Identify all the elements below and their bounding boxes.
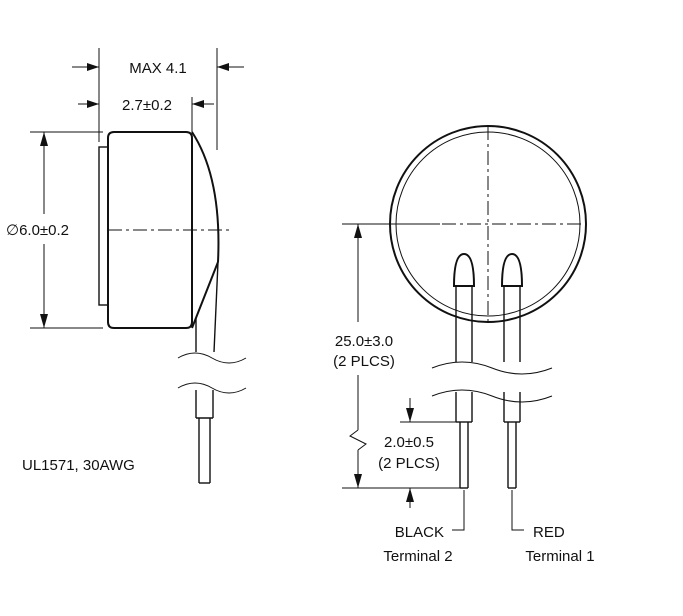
motor-dome xyxy=(191,131,220,263)
break-line-upper-side xyxy=(177,352,247,364)
break-line-upper-front xyxy=(431,361,553,375)
max-length-dimension: MAX 4.1 xyxy=(72,60,244,77)
motor-body-side xyxy=(107,131,193,329)
strip-length-note: (2 PLCS) xyxy=(378,455,440,472)
break-line-lower-side xyxy=(177,382,247,394)
strip-length-label: 2.0±0.5 xyxy=(384,434,434,451)
motor-dome-lower xyxy=(191,261,219,329)
max-length-label: MAX 4.1 xyxy=(129,60,187,77)
lead-black xyxy=(452,252,476,489)
terminal-red-name: Terminal 1 xyxy=(525,548,594,565)
terminal-red-color: RED xyxy=(533,524,565,541)
diameter-dimension: ∅6.0±0.2 xyxy=(6,131,103,329)
wire-spec-label: UL1571, 30AWG xyxy=(22,457,135,474)
body-length-label: 2.7±0.2 xyxy=(122,97,172,114)
terminal-black-color: BLACK xyxy=(395,524,444,541)
terminal-black-name: Terminal 2 xyxy=(383,548,452,565)
leader-red xyxy=(511,490,524,531)
front-view: 25.0±3.0 (2 PLCS) 2.0±0.5 (2 PLCS) BLACK… xyxy=(333,125,595,565)
body-length-dimension: 2.7±0.2 xyxy=(78,97,214,114)
side-wire xyxy=(195,261,219,484)
break-line-lower-front xyxy=(431,389,553,403)
strip-length-dimension: 2.0±0.5 (2 PLCS) xyxy=(378,398,456,508)
side-flange xyxy=(98,146,109,306)
lead-length-note: (2 PLCS) xyxy=(333,353,395,370)
lead-length-dimension: 25.0±3.0 (2 PLCS) xyxy=(333,223,460,489)
leader-black xyxy=(452,490,465,531)
lead-length-label: 25.0±3.0 xyxy=(335,333,393,350)
diameter-label: ∅6.0±0.2 xyxy=(6,222,69,239)
lead-red xyxy=(500,252,524,489)
side-view: MAX 4.1 2.7±0.2 ∅6.0±0.2 xyxy=(6,48,247,484)
